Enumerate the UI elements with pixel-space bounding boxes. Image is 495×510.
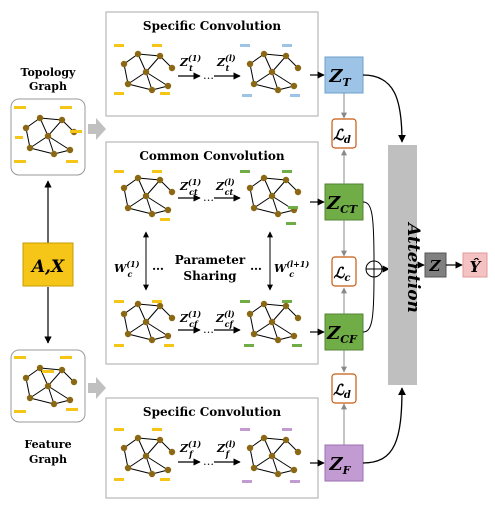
arrow-feature-to-panels xyxy=(88,377,106,399)
specific-convolution-top-title: Specific Convolution xyxy=(143,19,281,33)
common-zctl: Z(l)ct xyxy=(215,177,235,197)
attention-label: Attention xyxy=(403,221,423,313)
zct-to-plus xyxy=(362,201,375,263)
top-output-features xyxy=(240,44,300,97)
specific-convolution-top-panel xyxy=(105,11,319,117)
ld-bottom-label: ℒd xyxy=(333,381,351,401)
common-convolution-panel xyxy=(105,141,319,365)
zt-label: ZT xyxy=(328,66,351,89)
ld-bottom-box xyxy=(331,373,357,404)
common-convolution-title: Common Convolution xyxy=(139,149,285,163)
zf-label: ZF xyxy=(329,454,352,477)
common-zct1: Z(1)ct xyxy=(179,177,201,197)
specific-convolution-bottom-panel xyxy=(105,397,319,499)
bottom-dots: … xyxy=(203,455,214,468)
top-dots: … xyxy=(203,69,214,82)
topology-graph-features xyxy=(14,106,82,163)
param-sharing-label-1: Parameter xyxy=(175,253,246,267)
zcf-to-plus xyxy=(362,275,375,333)
param-sharing-label-2: Sharing xyxy=(183,269,237,283)
common-ct-dots: … xyxy=(203,191,214,204)
param-dots-left: … xyxy=(152,259,164,273)
input-box xyxy=(22,242,74,287)
zcf-label: ZCF xyxy=(326,323,358,346)
feature-graph-features xyxy=(14,356,78,413)
top-input-features xyxy=(114,44,170,95)
common-input-features xyxy=(114,170,174,347)
feature-graph-label-1: Feature xyxy=(24,438,71,451)
input-label: A,X xyxy=(30,257,65,277)
zt-box xyxy=(324,56,364,94)
param-dots-right: … xyxy=(250,259,262,273)
z-label: Z xyxy=(429,257,442,275)
arrow-topology-to-panels xyxy=(88,118,106,140)
specific-convolution-bottom-title: Specific Convolution xyxy=(143,405,281,419)
yhat-label: Ŷ xyxy=(470,258,482,276)
common-output-features xyxy=(240,170,302,347)
bottom-output-features xyxy=(240,428,300,483)
bottom-input-features xyxy=(114,428,170,481)
yhat-box xyxy=(462,252,488,278)
zf-box xyxy=(324,444,364,482)
common-zcf1: Z(1)cf xyxy=(179,309,201,329)
zct-label: ZCT xyxy=(326,193,358,216)
ld-top-label: ℒd xyxy=(333,126,351,146)
lc-box xyxy=(331,256,357,287)
common-cf-dots: … xyxy=(203,323,214,336)
ld-top-box xyxy=(331,118,357,149)
topology-graph-label-1: Topology xyxy=(21,66,76,79)
zf-to-attention xyxy=(362,387,406,464)
zt-to-attention xyxy=(362,74,406,143)
common-zcfl: Z(l)cf xyxy=(215,309,235,329)
attention-box xyxy=(388,145,417,385)
feature-graph-label-2: Graph xyxy=(29,453,67,466)
lc-label: ℒc xyxy=(334,264,351,284)
topology-graph-label-2: Graph xyxy=(29,80,67,93)
